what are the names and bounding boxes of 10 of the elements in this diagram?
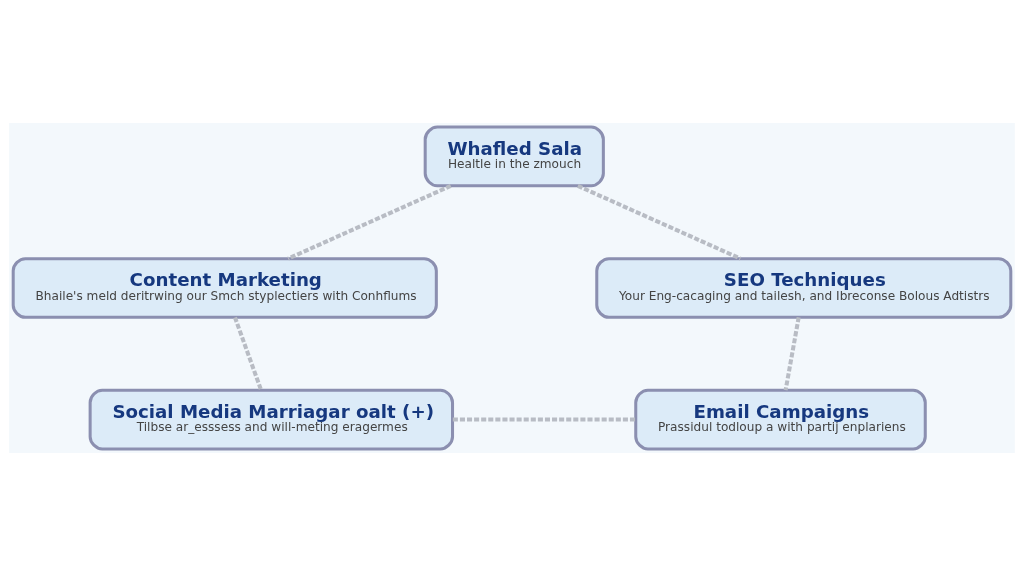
node-box: Content Marketing Bhaile's meld deritrwing our Smch styplectiers with Conhflums xyxy=(11,257,438,319)
node-box: Whafled Sala Healtle in the zmouch xyxy=(423,125,605,188)
node-box: Social Media Marriagar oalt (+) Tilbse ar_esssess and will-meting eragermes xyxy=(88,388,455,451)
connector xyxy=(783,317,801,391)
connector xyxy=(577,184,742,261)
node-box: Email Campaigns Prassidul todloup a with partij enplariens xyxy=(634,388,927,451)
connector xyxy=(233,316,264,391)
connector xyxy=(287,184,452,261)
node-box: SEO Techniques Your Eng-cacaging and tailesh, and Ibreconse Bolous Adtistrs xyxy=(595,257,1013,319)
connector xyxy=(452,417,636,422)
